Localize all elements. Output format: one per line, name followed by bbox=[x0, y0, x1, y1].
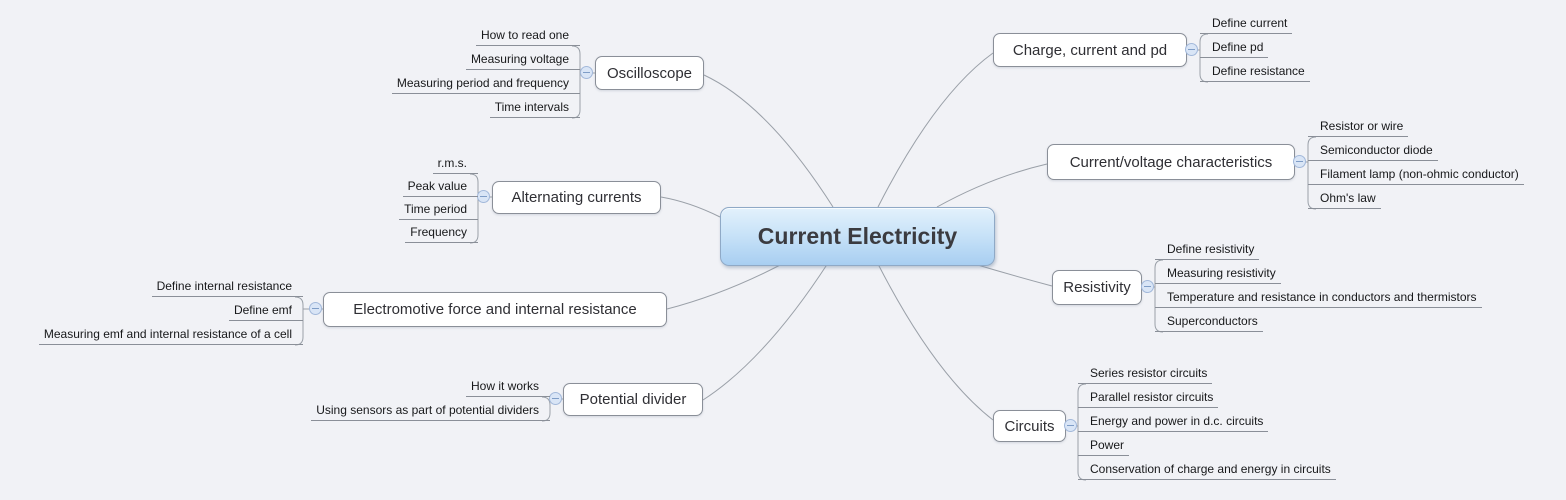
subtopic-measuring-resistivity[interactable]: Measuring resistivity bbox=[1155, 266, 1281, 284]
subtopic-conservation-of-charge[interactable]: Conservation of charge and energy in cir… bbox=[1078, 462, 1336, 480]
subtopic-time-intervals[interactable]: Time intervals bbox=[489, 100, 580, 118]
link-resistivity bbox=[970, 262, 1053, 287]
collapse-icon-resistivity[interactable] bbox=[1141, 280, 1154, 293]
topic-resistivity[interactable]: Resistivity bbox=[1052, 270, 1142, 305]
topic-oscilloscope[interactable]: Oscilloscope bbox=[595, 56, 704, 90]
link-alternating-currents bbox=[660, 196, 721, 218]
topic-emf-and-internal-resistance[interactable]: Electromotive force and internal resista… bbox=[323, 292, 667, 327]
topic-circuits[interactable]: Circuits bbox=[993, 410, 1066, 442]
subtopic-how-to-read-one[interactable]: How to read one bbox=[475, 28, 580, 46]
subtopic-how-it-works[interactable]: How it works bbox=[465, 379, 550, 397]
subtopic-measuring-voltage[interactable]: Measuring voltage bbox=[465, 52, 580, 70]
collapse-icon-charge-current-pd[interactable] bbox=[1185, 43, 1198, 56]
subtopic-power[interactable]: Power bbox=[1078, 438, 1130, 456]
subtopic-energy-and-power[interactable]: Energy and power in d.c. circuits bbox=[1078, 414, 1269, 432]
subtopic-peak-value[interactable]: Peak value bbox=[402, 179, 478, 197]
link-emf bbox=[666, 262, 785, 310]
topic-alternating-currents[interactable]: Alternating currents bbox=[492, 181, 661, 214]
subtopic-superconductors[interactable]: Superconductors bbox=[1155, 314, 1263, 332]
subtopic-time-period[interactable]: Time period bbox=[399, 202, 478, 220]
subtopic-using-sensors[interactable]: Using sensors as part of potential divid… bbox=[311, 403, 550, 421]
topic-charge-current-and-pd[interactable]: Charge, current and pd bbox=[993, 33, 1187, 67]
collapse-icon-circuits[interactable] bbox=[1064, 419, 1077, 432]
topic-current-voltage-characteristics[interactable]: Current/voltage characteristics bbox=[1047, 144, 1295, 180]
subtopic-define-pd[interactable]: Define pd bbox=[1200, 40, 1269, 58]
link-charge-current-pd bbox=[877, 52, 994, 208]
subtopic-define-resistance[interactable]: Define resistance bbox=[1200, 64, 1310, 82]
subtopic-filament-lamp[interactable]: Filament lamp (non-ohmic conductor) bbox=[1308, 167, 1524, 185]
subtopic-parallel-resistor-circuits[interactable]: Parallel resistor circuits bbox=[1078, 390, 1219, 408]
topic-potential-divider[interactable]: Potential divider bbox=[563, 383, 703, 416]
subtopic-series-resistor-circuits[interactable]: Series resistor circuits bbox=[1078, 366, 1213, 384]
subtopic-define-current[interactable]: Define current bbox=[1200, 16, 1293, 34]
subtopic-frequency[interactable]: Frequency bbox=[405, 225, 478, 243]
link-current-voltage bbox=[936, 163, 1048, 208]
collapse-icon-alternating-currents[interactable] bbox=[477, 190, 490, 203]
collapse-icon-oscilloscope[interactable] bbox=[580, 66, 593, 79]
subtopic-temperature-and-resistance[interactable]: Temperature and resistance in conductors… bbox=[1155, 290, 1482, 308]
subtopic-rms[interactable]: r.m.s. bbox=[432, 156, 478, 174]
collapse-icon-potential-divider[interactable] bbox=[549, 392, 562, 405]
link-oscilloscope bbox=[703, 74, 834, 208]
subtopic-resistor-or-wire[interactable]: Resistor or wire bbox=[1308, 119, 1409, 137]
collapse-icon-current-voltage[interactable] bbox=[1293, 155, 1306, 168]
link-potential-divider bbox=[702, 262, 829, 401]
collapse-icon-emf[interactable] bbox=[309, 302, 322, 315]
subtopic-ohms-law[interactable]: Ohm's law bbox=[1308, 191, 1381, 209]
subtopic-measuring-emf[interactable]: Measuring emf and internal resistance of… bbox=[38, 327, 303, 345]
subtopic-semiconductor-diode[interactable]: Semiconductor diode bbox=[1308, 143, 1438, 161]
subtopic-measuring-period-and-frequency[interactable]: Measuring period and frequency bbox=[391, 76, 580, 94]
subtopic-define-internal-resistance[interactable]: Define internal resistance bbox=[151, 279, 303, 297]
link-circuits bbox=[877, 263, 994, 421]
subtopic-define-emf[interactable]: Define emf bbox=[228, 303, 303, 321]
subtopic-define-resistivity[interactable]: Define resistivity bbox=[1155, 242, 1260, 260]
central-topic[interactable]: Current Electricity bbox=[720, 207, 995, 266]
